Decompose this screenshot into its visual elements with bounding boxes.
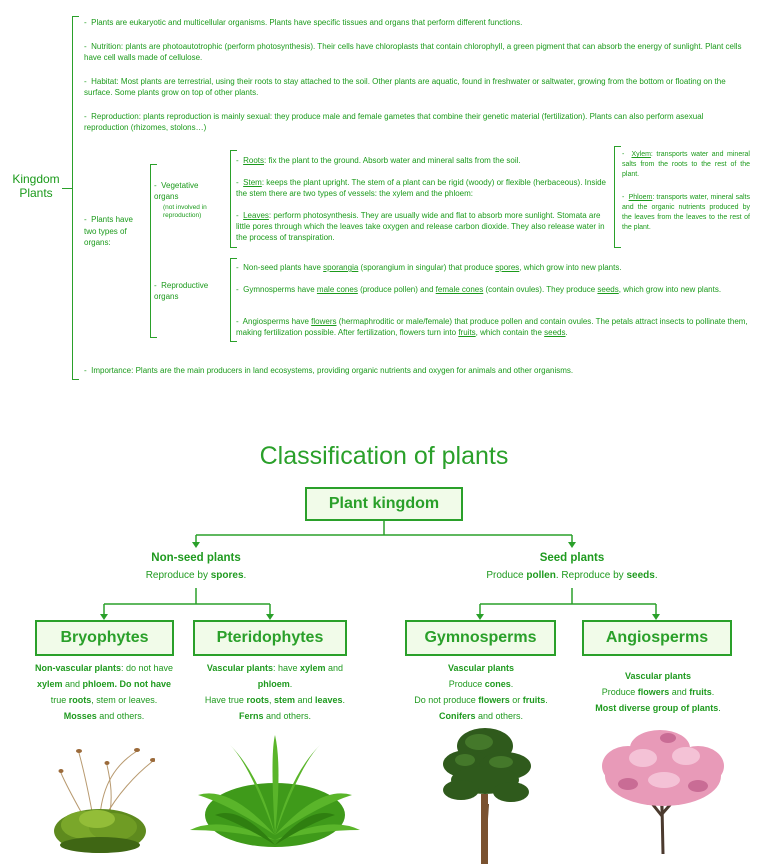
moss-image (54, 748, 155, 853)
vegetative-note: (not involved in reproduction) (163, 204, 207, 219)
reproductive-label: - Reproductive organs (154, 281, 209, 301)
organs-brace (150, 164, 157, 338)
point-reproduction: - Reproduction: plants reproduction is m… (84, 112, 704, 132)
organs-label: - Plants have two types of organs: (84, 215, 133, 247)
classification-title: Classification of plants (259, 442, 509, 470)
repro-angiosperms: - Angiosperms have flowers (hermaphrodit… (236, 317, 748, 337)
bryophytes-box: Bryophytes (35, 620, 174, 656)
angiosperms-desc: Vascular plants Produce flowers and frui… (595, 671, 721, 713)
nonseed-sub: Reproduce by spores. (145, 570, 247, 581)
repro-gymnosperms: - Gymnosperms have male cones (produce p… (236, 285, 722, 294)
leaves-item: - Leaves: perform photosynthesis. They a… (236, 211, 605, 242)
nonseed-label: Non-seed plants (151, 552, 241, 564)
mindmap-root: Kingdom Plants (12, 172, 60, 200)
vessels-brace (614, 146, 621, 248)
bryophytes-desc: Non-vascular plants: do not have xylem a… (34, 663, 174, 721)
main-brace-tip (62, 188, 72, 189)
phloem-item: - Phloem: transports water, mineral salt… (622, 194, 750, 231)
xylem-item: - Xylem: transports water and mineral sa… (622, 151, 750, 178)
point-eukaryotic: - Plants are eukaryotic and multicellula… (84, 18, 523, 27)
fern-image (190, 735, 360, 847)
point-habitat: - Habitat: Most plants are terrestrial, … (84, 77, 726, 97)
vegetative-label: - Vegetative organs (154, 181, 199, 201)
point-nutrition: - Nutrition: plants are photoautotrophic… (84, 42, 742, 62)
point-importance: - Importance: Plants are the main produc… (84, 366, 574, 375)
vegetative-brace (230, 150, 237, 248)
reproductive-brace (230, 258, 237, 342)
main-brace (72, 16, 79, 380)
pteridophytes-box: Pteridophytes (193, 620, 347, 656)
gymnosperms-desc: Vascular plants Produce cones. Do not pr… (414, 663, 548, 721)
roots-item: - Roots: fix the plant to the ground. Ab… (236, 156, 521, 165)
pine-tree-image (443, 728, 531, 864)
seed-label: Seed plants (539, 552, 605, 564)
pteridophytes-desc: Vascular plants: have xylem and phloem. … (204, 663, 346, 721)
repro-nonseed: - Non-seed plants have sporangia (sporan… (236, 263, 622, 272)
gymnosperms-box: Gymnosperms (405, 620, 556, 656)
angiosperms-box: Angiosperms (582, 620, 732, 656)
seed-sub: Produce pollen. Reproduce by seeds. (486, 570, 658, 581)
blossom-tree-image (602, 730, 724, 855)
stem-item: - Stem: keeps the plant upright. The ste… (236, 178, 607, 198)
plant-kingdom-box: Plant kingdom (305, 487, 463, 521)
